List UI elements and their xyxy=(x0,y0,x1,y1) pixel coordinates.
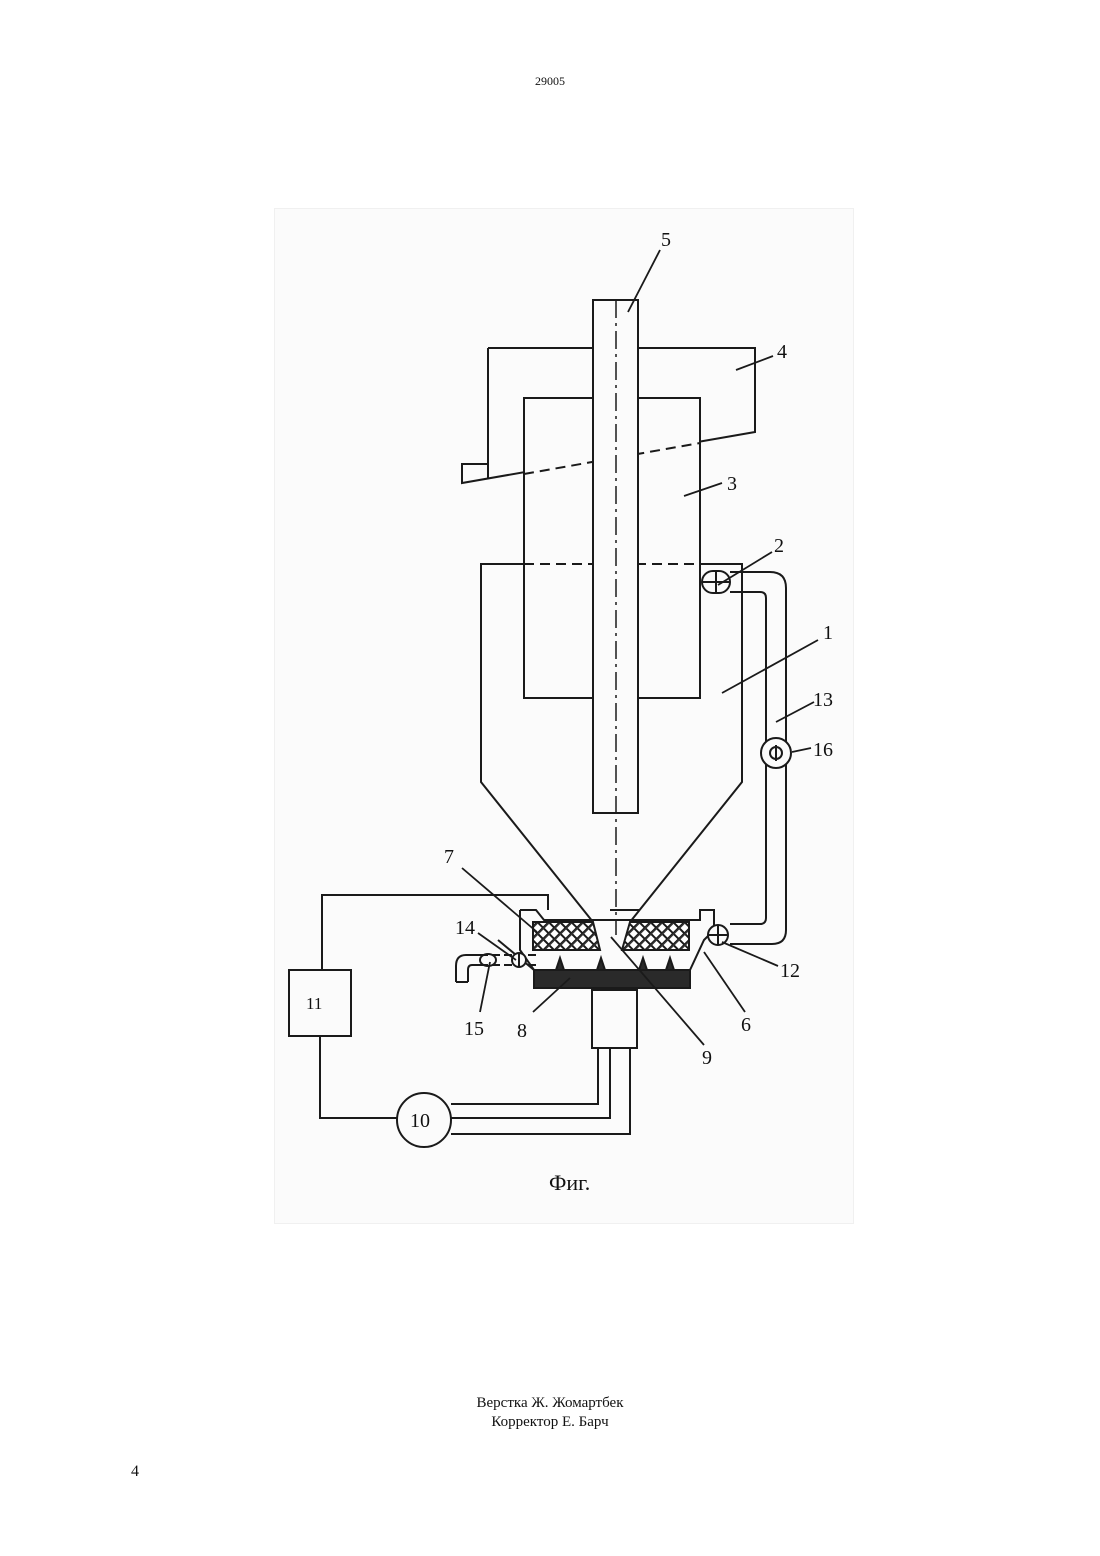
label-14: 14 xyxy=(455,917,475,939)
label-15: 15 xyxy=(464,1018,484,1040)
leader-13 xyxy=(776,702,814,722)
part-15-pipe-inner xyxy=(468,965,480,982)
leader-16 xyxy=(792,748,811,752)
spike-4 xyxy=(666,958,674,970)
label-1: 1 xyxy=(823,622,833,644)
label-4: 4 xyxy=(777,341,787,363)
support-column xyxy=(592,990,637,1048)
pump-line-c xyxy=(451,1048,630,1134)
pump-line-a xyxy=(451,1048,598,1104)
label-11: 11 xyxy=(306,994,322,1013)
figure-caption: Фиг. xyxy=(549,1170,590,1195)
label-3: 3 xyxy=(727,473,737,495)
spike-2 xyxy=(597,958,605,970)
credits-block: Верстка Ж. Жомартбек Корректор Е. Барч xyxy=(0,1394,1100,1432)
spike-3 xyxy=(639,958,647,970)
label-16: 16 xyxy=(813,739,833,761)
label-8: 8 xyxy=(517,1020,527,1042)
proof-credit: Корректор Е. Барч xyxy=(0,1413,1100,1432)
sheet-number: 4 xyxy=(131,1463,139,1481)
wire-11-10 xyxy=(320,1036,398,1118)
label-2: 2 xyxy=(774,535,784,557)
spike-1 xyxy=(556,958,564,970)
leader-15 xyxy=(480,962,490,1012)
label-5: 5 xyxy=(661,229,671,251)
pump-line-b xyxy=(451,1048,610,1118)
layout-credit: Верстка Ж. Жомартбек xyxy=(0,1394,1100,1413)
part-13-pipe-inner xyxy=(730,592,766,924)
label-12: 12 xyxy=(780,960,800,982)
label-10: 10 xyxy=(410,1110,430,1132)
leader-6 xyxy=(704,952,745,1012)
leader-2 xyxy=(718,552,772,585)
label-13: 13 xyxy=(813,689,833,711)
leader-12 xyxy=(722,942,778,966)
part-7-electrode-left xyxy=(533,922,600,950)
part-7-electrode-right xyxy=(622,922,689,950)
label-6: 6 xyxy=(741,1014,751,1036)
leader-5 xyxy=(628,250,660,312)
leader-1 xyxy=(722,640,818,693)
label-7: 7 xyxy=(444,846,454,868)
label-9: 9 xyxy=(702,1047,712,1069)
part-8-plate xyxy=(534,970,690,988)
